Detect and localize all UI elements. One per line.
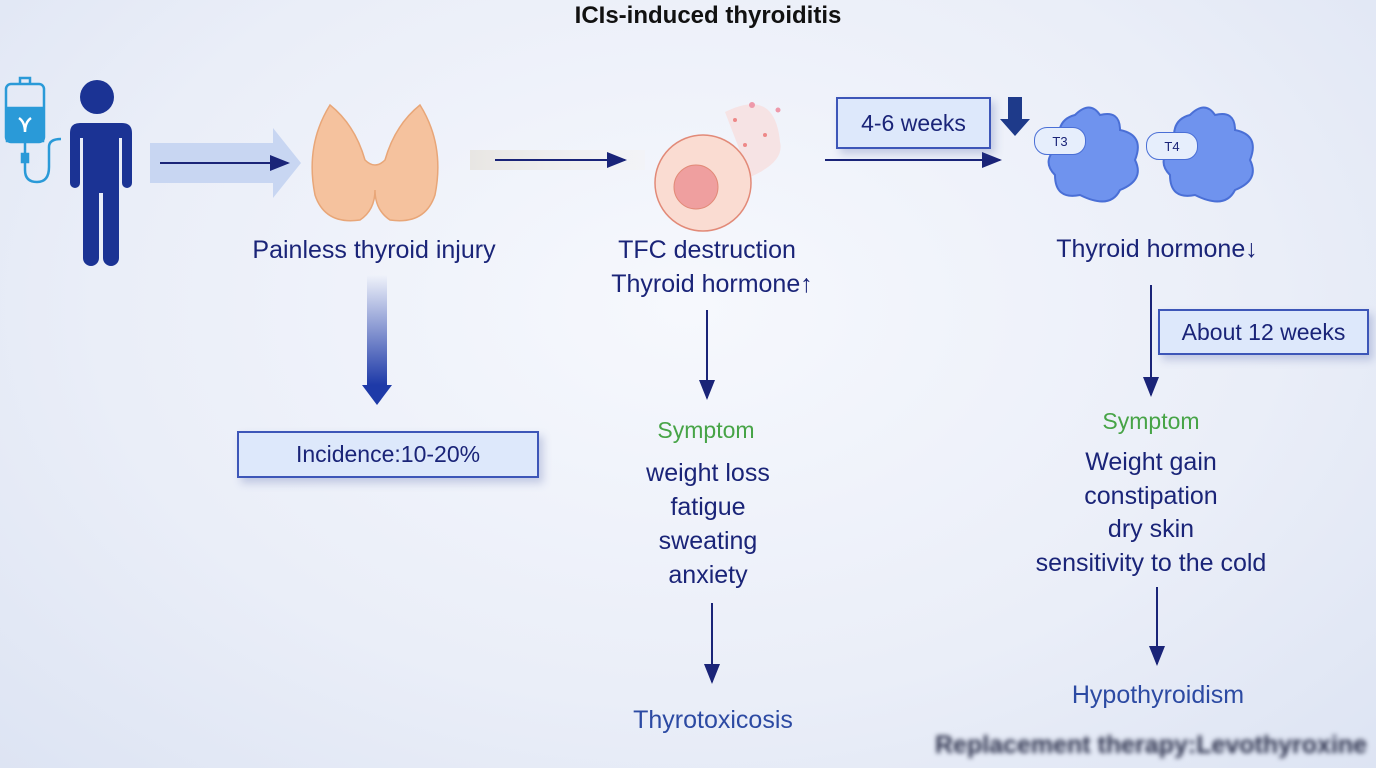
decrease-arrow-icon	[1000, 97, 1030, 136]
duration-box-12-weeks: About 12 weeks	[1158, 309, 1369, 355]
symptom-list: weight loss fatigue sweating anxiety	[646, 456, 770, 592]
hormone-increase-label: Thyroid hormone↑	[611, 270, 813, 298]
symptom-item: dry skin	[1107, 515, 1195, 543]
duration-box-4-6-weeks: 4-6 weeks	[836, 97, 991, 149]
replacement-therapy-label: Replacement therapy:Levothyroxine	[935, 731, 1368, 759]
iv-bag-icon	[4, 76, 62, 184]
thyrotoxicosis-label: Thyrotoxicosis	[633, 706, 793, 734]
down-arrow-incidence	[362, 275, 392, 405]
symptom-item: Weight gain	[1085, 448, 1217, 476]
patient-icon	[70, 80, 132, 266]
symptom-item: sensitivity to the cold	[1035, 548, 1267, 577]
t4-label: T4	[1146, 132, 1198, 160]
page-title: ICIs-induced thyroiditis	[574, 2, 842, 29]
symptom-item: fatigue	[670, 493, 746, 521]
symptom-heading: Symptom	[657, 417, 755, 443]
symptom-heading: Symptom	[1102, 408, 1200, 434]
tfc-destruction-label: TFC destruction	[618, 236, 796, 264]
symptom-item: constipation	[1084, 481, 1218, 510]
symptom-item: weight loss	[646, 459, 770, 487]
incidence-box: Incidence:10-20%	[237, 431, 539, 478]
symptom-item: anxiety	[668, 561, 748, 589]
symptom-list: Weight gain constipation dry skin sensit…	[1036, 446, 1267, 580]
t3-label: T3	[1034, 127, 1086, 155]
hypothyroidism-label: Hypothyroidism	[1071, 681, 1245, 709]
symptom-item: sweating	[658, 527, 758, 555]
painless-thyroid-injury-label: Painless thyroid injury	[252, 236, 496, 264]
thyroid-gland-icon	[311, 103, 439, 222]
follicular-cell-destruction-icon	[654, 102, 781, 232]
hormone-decrease-label: Thyroid hormone↓	[1056, 235, 1258, 263]
